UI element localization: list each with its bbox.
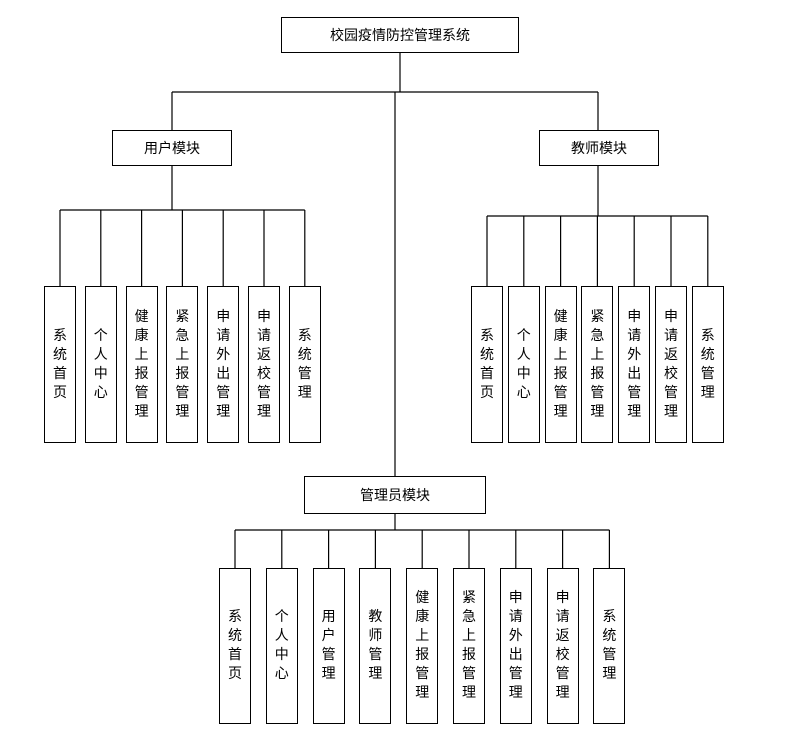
teacher-child-node: 申请外出管理: [618, 286, 651, 443]
admin-child-node: 申请返校管理: [546, 568, 579, 724]
teacher-child-node: 健康上报管理: [544, 286, 577, 443]
user-child-node: 个人中心: [84, 286, 117, 443]
admin-child-node: 紧急上报管理: [453, 568, 485, 724]
admin-child-node: 系统管理: [593, 568, 626, 724]
admin-module-node: 管理员模块: [304, 476, 486, 514]
teacher-child-node: 系统首页: [471, 286, 503, 443]
root-node: 校园疫情防控管理系统: [281, 17, 519, 53]
teacher-child-node: 申请返校管理: [655, 286, 687, 443]
user-child-node: 紧急上报管理: [166, 286, 199, 443]
admin-child-node: 用户管理: [312, 568, 345, 724]
user-child-node: 申请外出管理: [207, 286, 240, 443]
teacher-child-node: 紧急上报管理: [581, 286, 614, 443]
admin-child-node: 系统首页: [219, 568, 251, 724]
teacher-child-node: 个人中心: [507, 286, 540, 443]
user-child-node: 系统首页: [44, 286, 76, 443]
user-module-node: 用户模块: [112, 130, 232, 166]
user-child-node: 系统管理: [288, 286, 321, 443]
admin-child-node: 教师管理: [359, 568, 392, 724]
user-child-node: 健康上报管理: [125, 286, 158, 443]
teacher-module-node: 教师模块: [539, 130, 659, 166]
teacher-child-node: 系统管理: [691, 286, 724, 443]
user-child-node: 申请返校管理: [248, 286, 280, 443]
admin-child-node: 申请外出管理: [499, 568, 532, 724]
admin-child-node: 健康上报管理: [406, 568, 439, 724]
admin-child-node: 个人中心: [265, 568, 298, 724]
